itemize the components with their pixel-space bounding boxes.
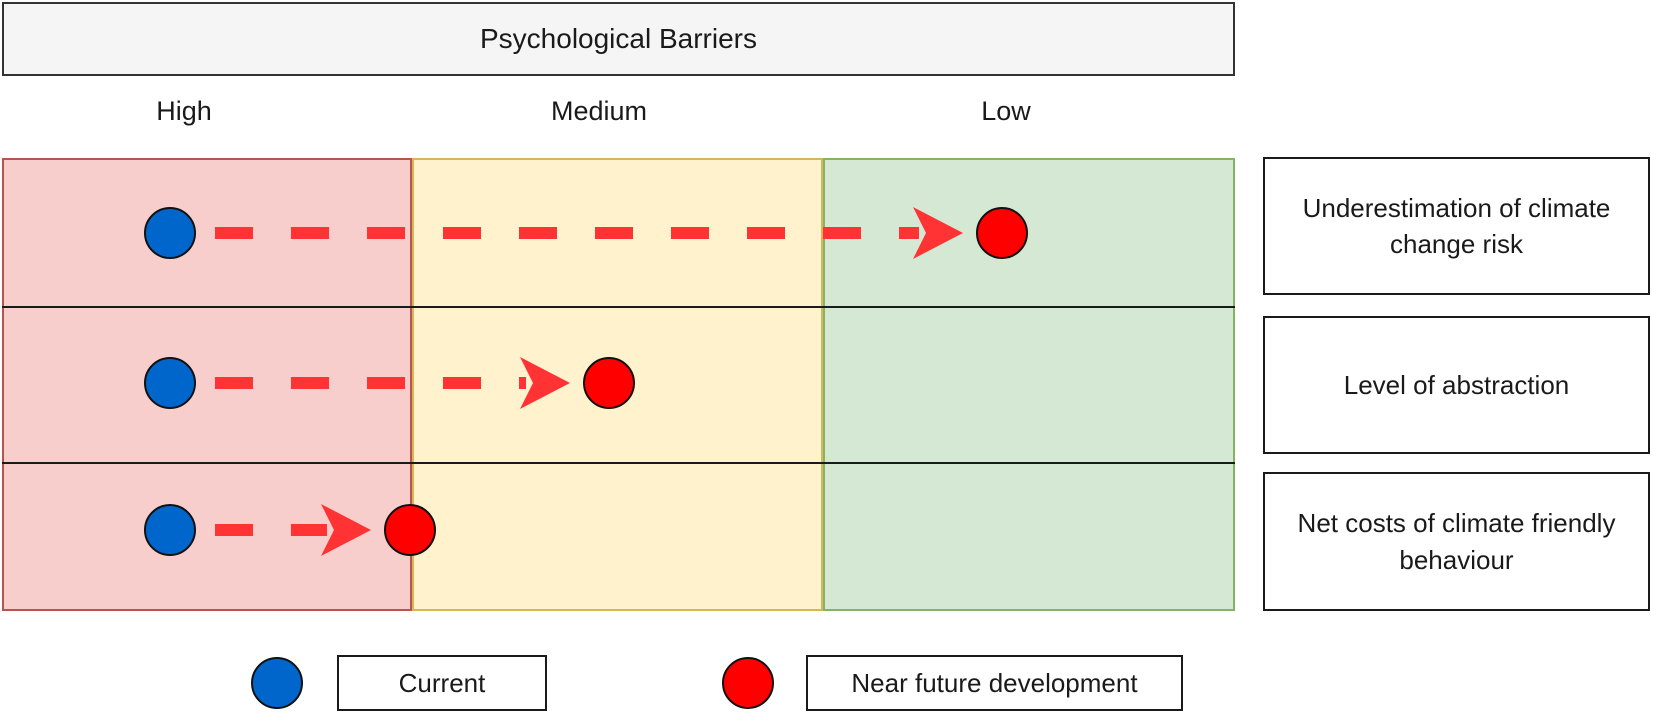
barrier-row-net-costs: [144, 504, 436, 556]
legend-current-marker: [251, 657, 303, 709]
row-divider-2: [2, 462, 1235, 464]
barrier-label-underestimation: Underestimation of climate change risk: [1263, 157, 1650, 295]
level-label-low: Low: [981, 96, 1031, 126]
current-marker: [144, 357, 196, 409]
future-marker: [583, 357, 635, 409]
shift-arrow-head: [913, 207, 963, 259]
barrier-row-abstraction: [144, 357, 635, 409]
barrier-label-net-costs: Net costs of climate friendly behaviour: [1263, 472, 1650, 611]
level-label-high: High: [156, 96, 212, 126]
diagram-title: Psychological Barriers: [2, 2, 1235, 76]
legend-markers: [251, 657, 774, 709]
level-label-medium: Medium: [550, 96, 648, 126]
current-marker: [144, 504, 196, 556]
shift-arrow-head: [321, 504, 371, 556]
legend-current-label: Current: [337, 655, 547, 711]
shift-arrow-head: [520, 357, 570, 409]
legend-future-marker: [722, 657, 774, 709]
row-divider-1: [2, 306, 1235, 308]
future-marker: [976, 207, 1028, 259]
future-marker: [384, 504, 436, 556]
barrier-row-underestimation: [144, 207, 1028, 259]
barrier-label-abstraction: Level of abstraction: [1263, 316, 1650, 454]
zone-low: [823, 158, 1235, 611]
legend-future-label: Near future development: [806, 655, 1183, 711]
current-marker: [144, 207, 196, 259]
